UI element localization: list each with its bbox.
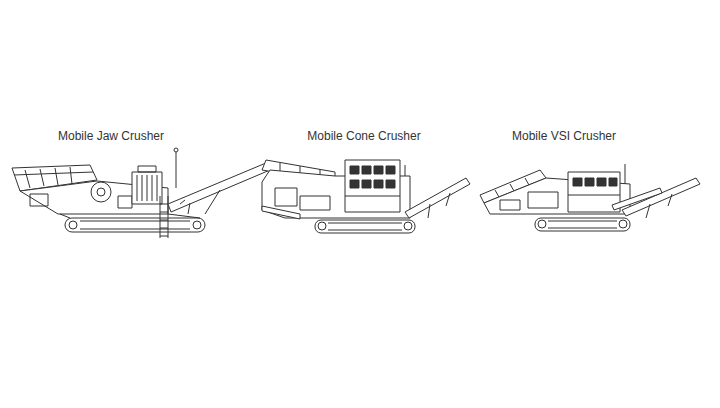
machine-label: Mobile VSI Crusher bbox=[512, 129, 616, 143]
cone-crusher-drawing bbox=[262, 160, 470, 233]
jaw-crusher-drawing bbox=[12, 148, 270, 238]
machine-label: Mobile Cone Crusher bbox=[307, 129, 420, 143]
machine-label: Mobile Jaw Crusher bbox=[58, 129, 164, 143]
vsi-crusher-drawing bbox=[480, 164, 700, 231]
